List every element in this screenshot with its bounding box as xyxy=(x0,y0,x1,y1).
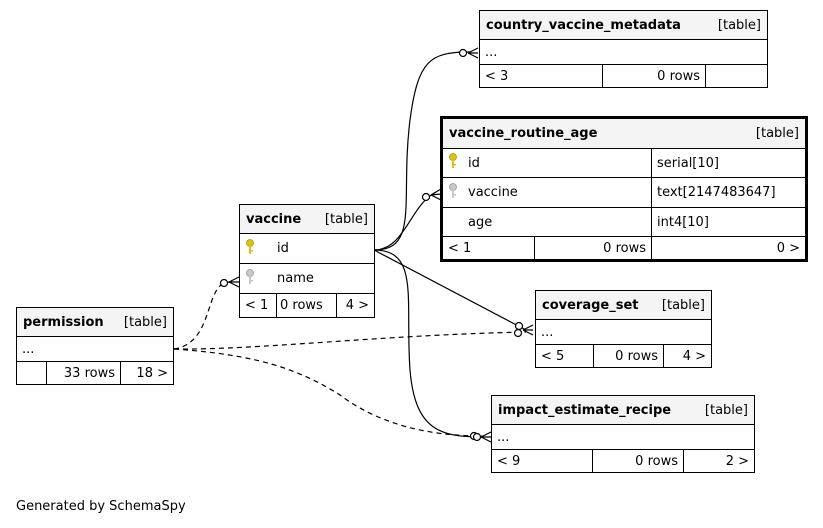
children-count: 18 > xyxy=(136,365,168,381)
column-row: id serial[10] xyxy=(443,149,805,178)
table-kind: [table] xyxy=(717,17,761,33)
table-kind: [table] xyxy=(661,297,705,313)
table-kind: [table] xyxy=(704,402,748,418)
table-footer: < 5 0 rows 4 > xyxy=(536,345,711,367)
crowfoot-marker-vaccine xyxy=(219,276,240,288)
table-kind: [table] xyxy=(324,211,368,227)
edge-permission-coverage-set xyxy=(173,331,527,350)
row-count: 0 rows xyxy=(535,237,652,259)
table-vaccine[interactable]: vaccine [table] id name < 1 0 rows 4 > xyxy=(239,204,375,318)
crowfoot-marker-coverage-set xyxy=(513,321,534,338)
column-name: vaccine xyxy=(468,185,518,200)
column-name-cell: vaccine xyxy=(443,178,652,207)
table-footer: < 9 0 rows 2 > xyxy=(492,450,754,472)
foreign-key-icon xyxy=(448,182,462,203)
table-name: vaccine_routine_age xyxy=(449,126,598,141)
row-count: 0 rows xyxy=(594,345,664,367)
parents-count: < 5 xyxy=(536,345,594,367)
children-count: 2 > xyxy=(725,453,749,469)
column-name-cell: id xyxy=(443,149,652,177)
table-header: vaccine [table] xyxy=(240,205,374,234)
table-header: vaccine_routine_age [table] xyxy=(443,119,805,149)
crowfoot-marker-country-metadata xyxy=(458,47,479,59)
column-row: id xyxy=(240,234,374,264)
table-coverage-set[interactable]: coverage_set [table] ... < 5 0 rows 4 > xyxy=(535,290,712,368)
table-footer: < 1 0 rows 0 > xyxy=(443,237,805,259)
table-kind: [table] xyxy=(755,126,799,141)
row-count: 33 rows xyxy=(47,362,121,384)
parents-count: < 9 xyxy=(492,450,593,472)
parents-count: < 3 xyxy=(480,65,603,87)
column-row: name xyxy=(240,264,374,294)
column-ellipsis: ... xyxy=(541,324,554,340)
parents-count: < 1 xyxy=(240,294,277,317)
column-type: serial[10] xyxy=(657,155,719,171)
parents-count xyxy=(17,362,47,384)
table-footer: < 1 0 rows 4 > xyxy=(240,294,374,317)
table-header: permission [table] xyxy=(17,308,173,337)
crowfoot-marker-impact-recipe xyxy=(469,431,492,443)
row-count: 0 rows xyxy=(603,65,706,87)
children-count xyxy=(706,65,767,87)
table-header: impact_estimate_recipe [table] xyxy=(492,396,754,425)
parents-count: < 1 xyxy=(443,237,535,259)
column-row: age int4[10] xyxy=(443,208,805,237)
table-name: country_vaccine_metadata xyxy=(486,17,681,33)
column-name: id xyxy=(277,241,289,256)
column-type: int4[10] xyxy=(657,214,709,230)
table-header: country_vaccine_metadata [table] xyxy=(480,11,767,40)
row-count: 0 rows xyxy=(593,450,684,472)
column-ellipsis: ... xyxy=(497,429,510,445)
table-name: vaccine xyxy=(246,211,302,227)
table-footer: 33 rows 18 > xyxy=(17,362,173,384)
edge-vaccine-coverage-set xyxy=(373,249,527,331)
column-name: age xyxy=(468,214,493,230)
column-row: ... xyxy=(536,320,711,345)
table-permission[interactable]: permission [table] ... 33 rows 18 > xyxy=(16,307,174,385)
column-row: vaccine text[2147483647] xyxy=(443,178,805,208)
column-row: ... xyxy=(17,337,173,362)
table-impact-estimate-recipe[interactable]: impact_estimate_recipe [table] ... < 9 0… xyxy=(491,395,755,473)
table-name: coverage_set xyxy=(542,297,639,313)
children-count: 4 > xyxy=(682,348,706,364)
generated-by-label: Generated by SchemaSpy xyxy=(16,499,186,514)
column-type: text[2147483647] xyxy=(657,185,776,200)
table-vaccine-routine-age[interactable]: vaccine_routine_age [table] id serial[10… xyxy=(440,116,808,262)
column-row: ... xyxy=(492,425,754,450)
table-header: coverage_set [table] xyxy=(536,291,711,320)
edge-vaccine-impact-recipe xyxy=(373,249,483,438)
column-name-cell: age xyxy=(443,208,652,236)
row-count: 0 rows xyxy=(277,294,337,317)
column-name-cell: id xyxy=(240,234,374,263)
table-name: permission xyxy=(23,314,104,330)
children-count: 4 > xyxy=(345,298,369,313)
primary-key-icon xyxy=(448,153,462,173)
column-row: ... xyxy=(480,40,767,65)
children-count: 0 > xyxy=(776,240,800,256)
edge-permission-vaccine xyxy=(173,281,233,350)
edge-vaccine-country-metadata xyxy=(373,51,471,251)
column-name: id xyxy=(468,155,480,171)
column-ellipsis: ... xyxy=(22,341,35,357)
foreign-key-icon xyxy=(245,268,259,289)
primary-key-icon xyxy=(245,238,259,259)
table-name: impact_estimate_recipe xyxy=(498,402,672,418)
column-name: name xyxy=(277,271,314,286)
column-ellipsis: ... xyxy=(485,44,498,60)
table-footer: < 3 0 rows xyxy=(480,65,767,87)
column-name-cell: name xyxy=(240,264,374,293)
crowfoot-marker-routine-age xyxy=(421,188,442,202)
table-country-vaccine-metadata[interactable]: country_vaccine_metadata [table] ... < 3… xyxy=(479,10,768,88)
edge-permission-impact-recipe xyxy=(173,348,483,437)
table-kind: [table] xyxy=(123,314,167,330)
